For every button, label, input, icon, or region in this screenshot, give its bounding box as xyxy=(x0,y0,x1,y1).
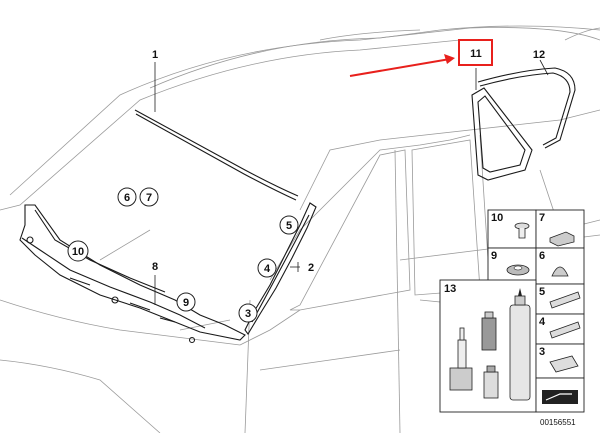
svg-text:6: 6 xyxy=(124,192,130,204)
callout-8: 8 xyxy=(152,261,158,273)
grid-label-3: 3 xyxy=(539,346,545,358)
strip-icon xyxy=(542,390,578,404)
leader-lines xyxy=(154,59,549,305)
callout-7-circle: 7 xyxy=(139,187,159,207)
grid-label-13: 13 xyxy=(444,283,456,295)
clip-screw-icon xyxy=(514,222,530,239)
window-frame-seal xyxy=(477,67,576,149)
callout-12: 12 xyxy=(533,49,545,61)
quarter-window-glass xyxy=(471,87,533,181)
callout-6-circle: 6 xyxy=(117,187,137,207)
highlight-box-11 xyxy=(458,39,493,66)
grid-label-9: 9 xyxy=(491,250,497,262)
cowl-panel xyxy=(19,204,246,344)
svg-text:10: 10 xyxy=(72,246,84,258)
document-number: 00156551 xyxy=(540,418,576,427)
highlight-arrow xyxy=(349,54,455,77)
trim-clip-4-icon xyxy=(549,321,581,339)
dome-cap-icon xyxy=(551,266,569,277)
grid-label-4: 4 xyxy=(539,316,546,328)
svg-text:4: 4 xyxy=(264,263,271,275)
callout-5-circle: 5 xyxy=(279,215,299,235)
grid-label-7: 7 xyxy=(539,212,545,224)
svg-text:9: 9 xyxy=(183,297,189,309)
callout-2: 2 xyxy=(308,262,314,274)
windscreen-top-moulding xyxy=(134,109,299,197)
callout-9-circle: 9 xyxy=(176,292,196,312)
a-pillar-trim xyxy=(244,202,317,335)
callout-3-circle: 3 xyxy=(238,303,258,323)
svg-text:5: 5 xyxy=(286,220,292,232)
grommet-icon xyxy=(506,264,530,276)
adhesive-kit-icon xyxy=(449,288,531,401)
trim-clip-3-icon xyxy=(549,355,579,373)
cap-block-icon xyxy=(549,231,575,247)
callout-4-circle: 4 xyxy=(257,258,277,278)
callout-10-circle: 10 xyxy=(67,240,89,262)
trim-clip-5-icon xyxy=(549,291,581,309)
grid-label-5: 5 xyxy=(539,286,545,298)
svg-text:7: 7 xyxy=(146,192,152,204)
grid-label-6: 6 xyxy=(539,250,545,262)
svg-text:3: 3 xyxy=(245,308,251,320)
callout-1: 1 xyxy=(152,49,158,61)
grid-label-10: 10 xyxy=(491,212,503,224)
callout-11: 11 xyxy=(470,48,482,60)
small-parts-grid: 10 7 9 6 13 5 4 3 xyxy=(439,209,585,413)
